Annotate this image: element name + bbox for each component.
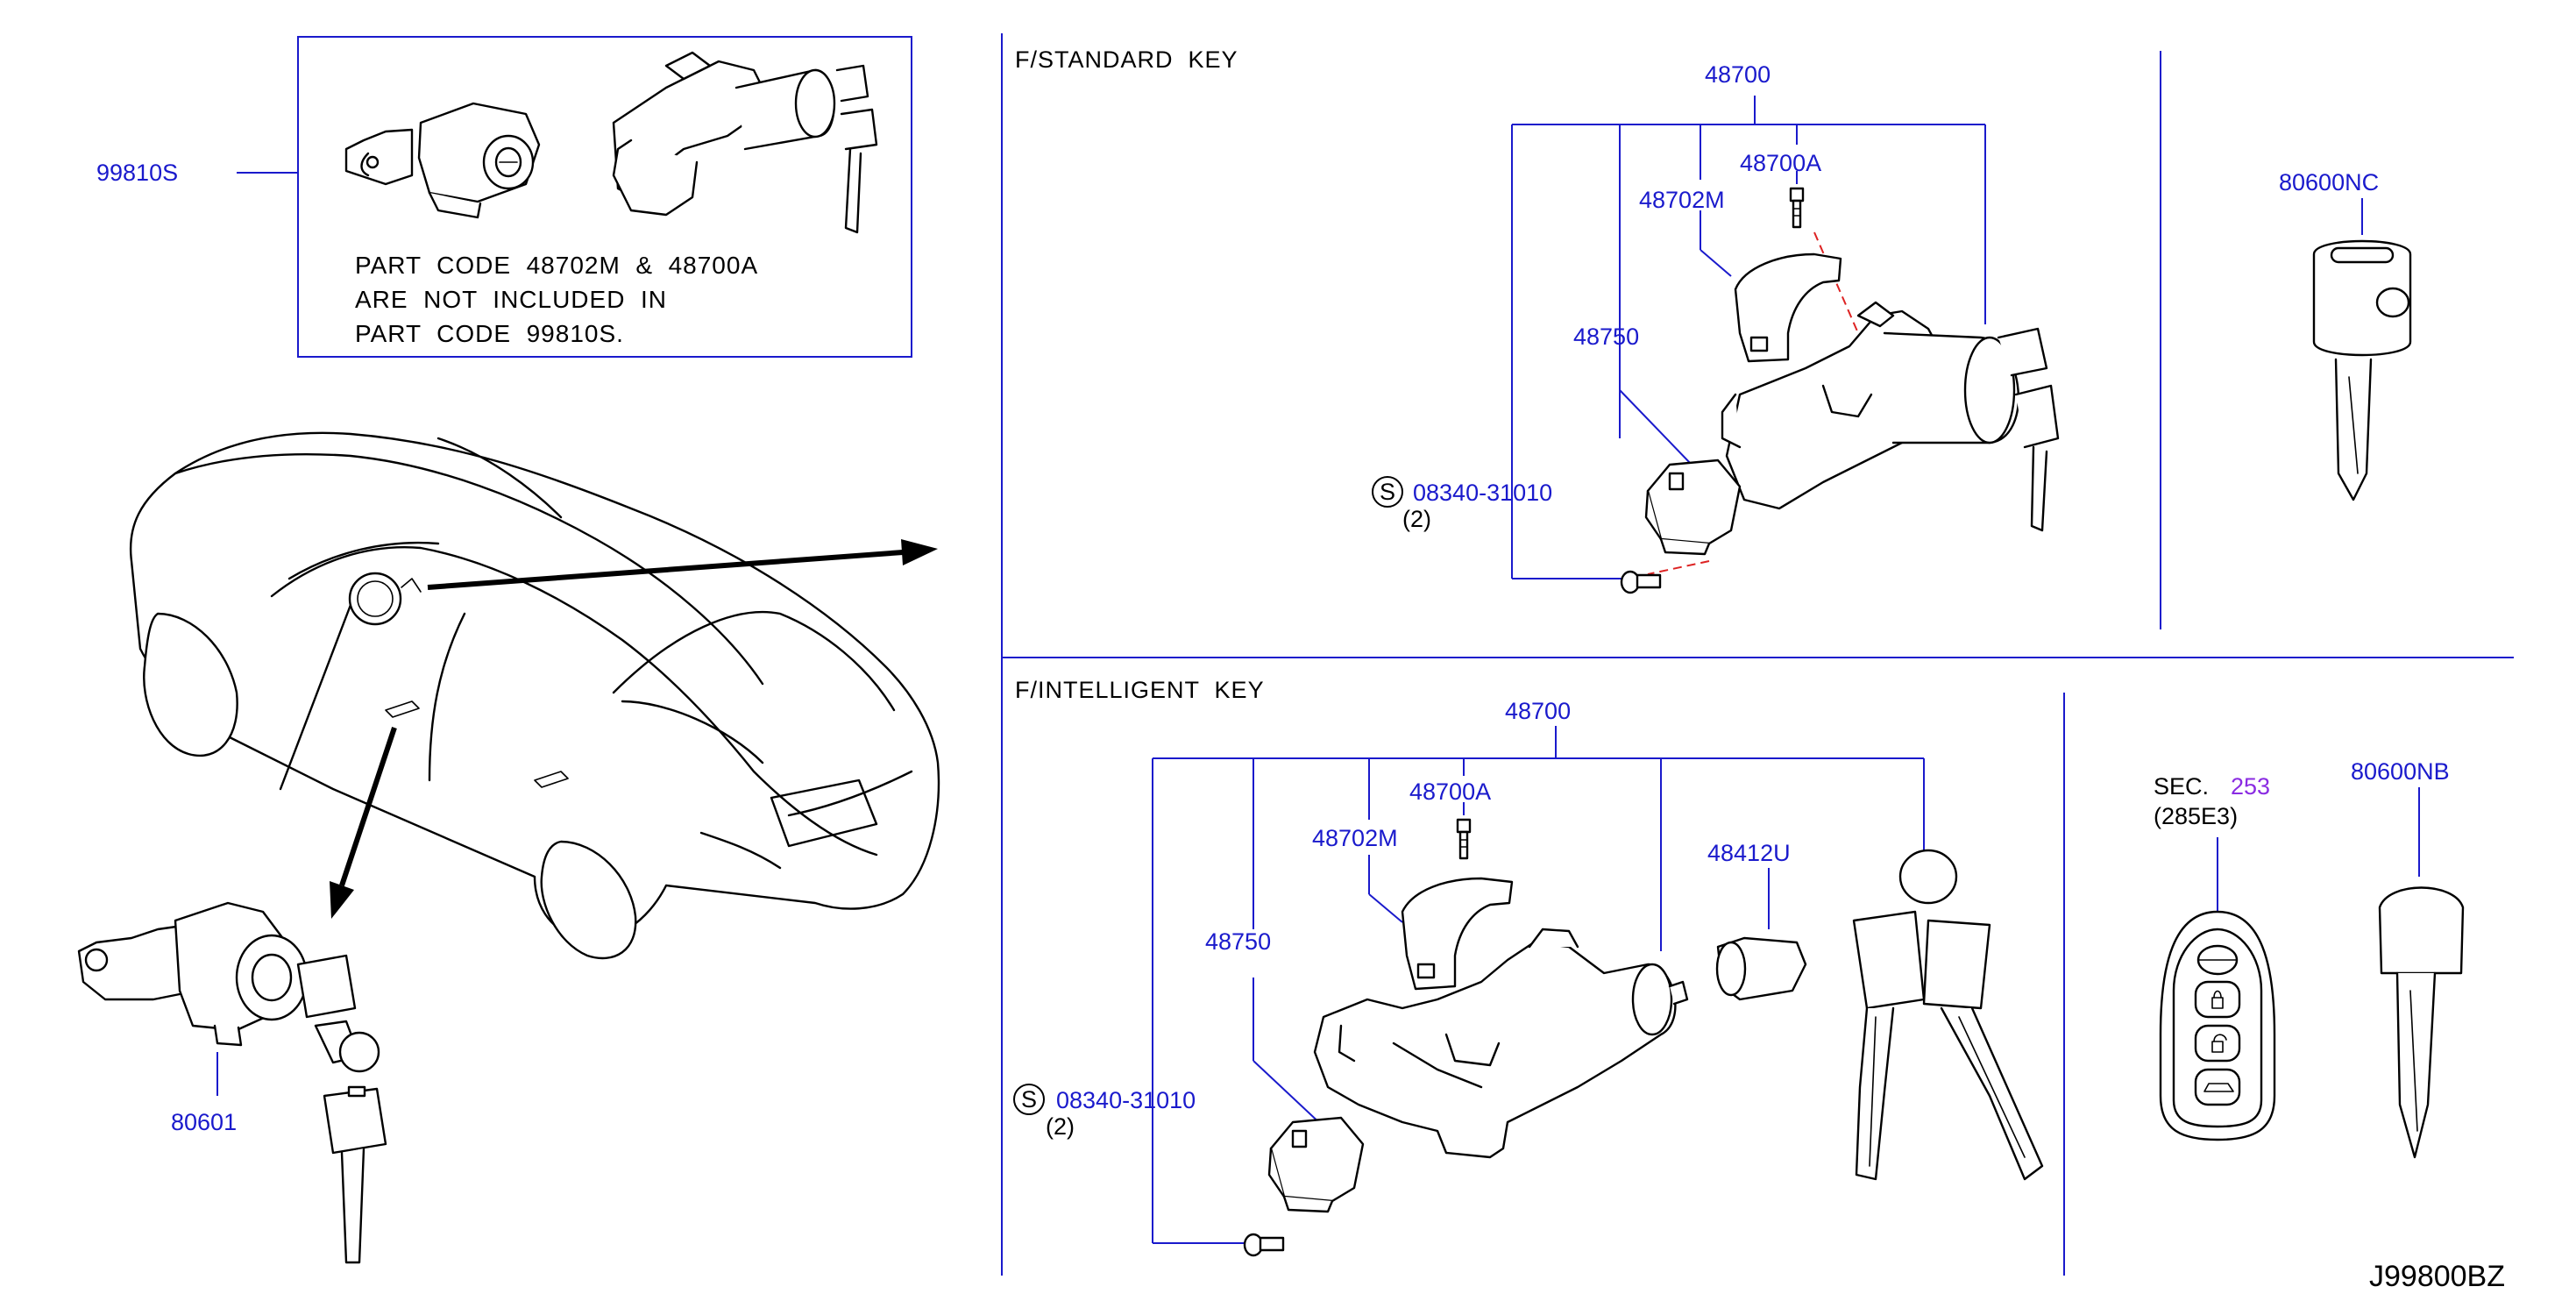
std-label-48700[interactable]: 48700	[1705, 61, 1771, 88]
int-label-screw-qty: (2)	[1046, 1113, 1075, 1140]
std-screw-drawing	[1620, 570, 1662, 594]
car-illustration	[129, 431, 940, 960]
std-screw-symbol	[1372, 476, 1403, 508]
note-box: 99810S PART CODE 48702M & 48700A ARE NOT	[96, 36, 912, 358]
note-box-frame	[297, 36, 912, 358]
std-bolt-drawing	[1789, 187, 1805, 229]
standard-key-title: F/STANDARD KEY	[1015, 46, 1238, 73]
standard-key-drawing	[2312, 239, 2412, 501]
part-label-80601[interactable]: 80601	[171, 1109, 237, 1135]
int-bolt-drawing	[1456, 818, 1472, 860]
section-dividers	[1001, 33, 2514, 1276]
door-lock-assembly: 80601	[77, 901, 387, 1264]
int-screw-drawing	[1243, 1233, 1285, 1257]
ignition-set-drawing	[612, 51, 878, 234]
sec-prefix: SEC.	[2154, 773, 2209, 800]
diagram-id: J99800BZ	[2369, 1260, 2505, 1293]
std-cylinder-drawing	[1644, 459, 1742, 556]
int-label-key[interactable]: 80600NB	[2351, 758, 2450, 785]
car-arrows	[330, 539, 938, 919]
std-bracket-drawing	[1734, 252, 1842, 363]
intelligent-key-fob-drawing	[2159, 910, 2276, 1141]
int-label-48700a[interactable]: 48700A	[1409, 778, 1491, 805]
std-label-screw-qty: (2)	[1402, 506, 1431, 532]
std-label-48702m[interactable]: 48702M	[1639, 187, 1725, 213]
int-label-48702m[interactable]: 48702M	[1312, 825, 1398, 851]
int-label-48750[interactable]: 48750	[1205, 928, 1271, 955]
part-label-99810s[interactable]: 99810S	[96, 160, 178, 186]
intelligent-key-section: F/INTELLIGENT KEY 48700 48700A 48702M 48…	[1013, 677, 2465, 1257]
note-line-3: PART CODE 99810S.	[355, 320, 624, 347]
int-screw-symbol	[1013, 1084, 1045, 1115]
std-ignition-switch-drawing	[1721, 301, 2060, 532]
int-ignition-switch-drawing	[1313, 928, 1689, 1159]
sec-sub: (285E3)	[2154, 803, 2238, 829]
int-knob-drawing	[1715, 936, 1807, 1001]
std-label-key[interactable]: 80600NC	[2279, 169, 2379, 196]
note-line-2: ARE NOT INCLUDED IN	[355, 286, 667, 313]
std-screw-symbol-text: S	[1380, 479, 1395, 505]
int-label-48412u[interactable]: 48412U	[1707, 840, 1791, 866]
int-mechanical-keys-drawing	[1852, 849, 2044, 1181]
standard-key-section: F/STANDARD KEY 48700 48700A 48702M 48750…	[1015, 46, 2412, 594]
std-label-48750[interactable]: 48750	[1573, 323, 1639, 350]
std-label-48700a[interactable]: 48700A	[1740, 150, 1821, 176]
int-label-48700[interactable]: 48700	[1505, 698, 1571, 724]
emergency-key-drawing	[2378, 886, 2465, 1159]
note-line-1: PART CODE 48702M & 48700A	[355, 252, 758, 279]
int-screw-symbol-text: S	[1021, 1086, 1037, 1113]
int-label-screw[interactable]: 08340-31010	[1056, 1087, 1196, 1113]
int-bracket-drawing	[1401, 877, 1514, 991]
sec-number[interactable]: 253	[2231, 773, 2270, 800]
std-label-screw[interactable]: 08340-31010	[1413, 480, 1552, 506]
int-cylinder-drawing	[1267, 1116, 1365, 1213]
cylinder-set-drawing	[344, 102, 541, 219]
intelligent-key-title: F/INTELLIGENT KEY	[1015, 677, 1265, 703]
